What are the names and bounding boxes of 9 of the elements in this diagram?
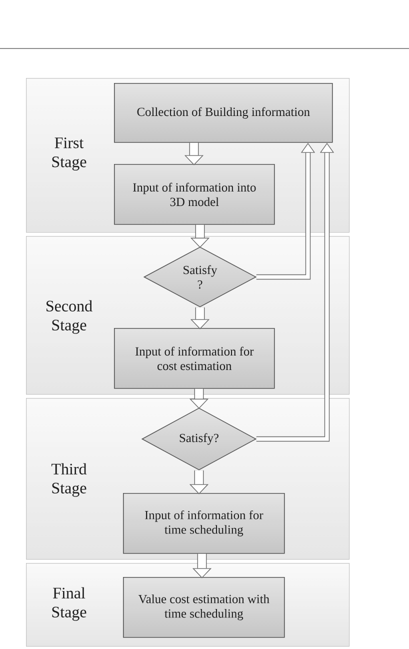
- process-box: Input of information into 3D model: [114, 164, 275, 225]
- process-box: Input of information for time scheduling: [123, 493, 285, 554]
- stage-label: First Stage: [52, 138, 86, 171]
- stage-label: Second Stage: [46, 300, 92, 334]
- stage-label: Final Stage: [52, 587, 86, 621]
- process-box: Collection of Building information: [114, 83, 333, 143]
- process-box: Input of information for cost estimation: [114, 328, 275, 389]
- stage-label: Third Stage: [52, 463, 87, 497]
- process-box: Value cost estimation with time scheduling: [123, 577, 285, 638]
